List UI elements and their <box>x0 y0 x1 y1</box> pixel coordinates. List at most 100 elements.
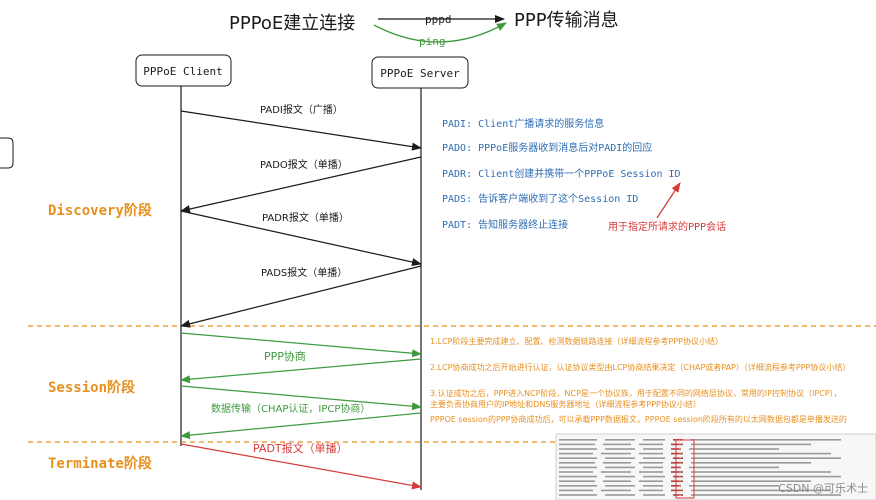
capture-row-segment <box>639 452 663 455</box>
capture-row-segment <box>605 475 635 478</box>
padi-label: PADI报文（广播） <box>260 103 343 116</box>
capture-row-segment <box>691 480 811 482</box>
capture-row-segment <box>643 494 665 496</box>
capture-row-segment <box>559 462 595 464</box>
capture-row-segment <box>639 471 663 473</box>
capture-row-segment <box>605 466 635 469</box>
capture-row-segment <box>605 457 635 459</box>
client-box <box>135 54 232 87</box>
capture-row-segment <box>673 494 683 496</box>
note-padi: PADI: Client广播请求的服务信息 <box>442 117 604 130</box>
capture-row-segment <box>643 448 663 450</box>
pads-label: PADS报文（单播） <box>261 266 347 279</box>
padr-arrow <box>180 210 422 266</box>
note-padt: PADT: 告知服务器终止连接 <box>442 218 568 231</box>
capture-row-segment <box>643 439 665 441</box>
capture-row-segment <box>601 452 631 455</box>
capture-row-segment <box>603 480 631 482</box>
session-id-pointer-arrow <box>656 182 681 219</box>
capture-row-segment <box>605 448 635 450</box>
capture-row-segment <box>671 489 683 492</box>
capture-row-segment <box>559 443 595 446</box>
session-note-lcp: 1.LCP阶段主要完成建立、配置、检测数据链路连接（详细流程参考PPP协议小结） <box>430 336 723 346</box>
capture-row-segment <box>691 452 831 455</box>
capture-row-segment <box>601 489 631 492</box>
capture-row-segment <box>673 475 683 478</box>
capture-row-segment <box>559 489 593 492</box>
capture-row-segment <box>691 475 841 478</box>
capture-row-segment <box>639 462 663 464</box>
ping-arrow <box>373 22 507 43</box>
pado-label: PADO报文（单播） <box>260 158 348 171</box>
capture-row-segment <box>691 457 841 459</box>
csdn-watermark: CSDN @可乐术士 <box>778 482 868 495</box>
capture-row-segment <box>691 439 841 441</box>
capture-row-segment <box>639 443 663 446</box>
session-note-unicast: PPPOE session的PPP协商成功后，可以承载PPP数据报文，PPPOE… <box>430 414 847 424</box>
ppp-negotiation-arrow-back <box>180 358 422 384</box>
note-padr: PADR: Client创建并携带一个PPPoE Session ID <box>442 167 681 180</box>
capture-row-segment <box>673 457 683 459</box>
capture-row-segment <box>559 471 593 473</box>
capture-row-segment <box>559 485 597 487</box>
capture-row-segment <box>671 443 683 446</box>
ppp-negotiation-arrow-out <box>180 332 422 358</box>
capture-row-segment <box>643 457 665 459</box>
capture-row-segment <box>643 475 665 478</box>
capture-row-segment <box>671 480 683 482</box>
capture-row-segment <box>691 494 841 496</box>
capture-row-segment <box>643 466 663 469</box>
header-right-title: PPP传输消息 <box>514 10 619 31</box>
discovery-phase-label: Discovery阶段 <box>48 202 152 219</box>
padt-label: PADT报文（单播） <box>253 441 348 455</box>
capture-row-segment <box>671 452 683 455</box>
capture-row-segment <box>691 443 811 446</box>
capture-row-segment <box>689 485 779 487</box>
data-transfer-label: 数据传输（CHAP认证，IPCP协商） <box>211 402 370 415</box>
capture-row-segment <box>671 471 683 473</box>
session-note-ncp-2: 主要负责协商用户的IP地址和DNS服务器地址（详细流程参考PPP协议小结） <box>430 399 701 409</box>
capture-row-segment <box>691 489 831 492</box>
session-phase-label: Session阶段 <box>48 379 135 396</box>
discovery-notes: PADI: Client广播请求的服务信息 PADO: PPPoE服务器收到消息… <box>442 117 681 231</box>
data-transfer-arrow-out <box>180 385 422 411</box>
capture-row-segment <box>559 439 597 441</box>
capture-row-segment <box>643 485 663 487</box>
capture-row-segment <box>559 457 597 459</box>
client-label: PPPoE Client <box>143 65 222 78</box>
session-id-annotation: 用于指定所请求的PPP会话 <box>608 220 726 233</box>
capture-row-segment <box>603 462 631 464</box>
terminate-phase-label: Terminate阶段 <box>48 455 152 472</box>
capture-row-segment <box>559 480 595 482</box>
session-notes: 1.LCP阶段主要完成建立、配置、检测数据链路连接（详细流程参考PPP协议小结）… <box>430 336 850 424</box>
data-transfer-arrow-back <box>180 412 422 440</box>
capture-row-segment <box>559 494 597 496</box>
capture-row-segment <box>691 471 831 473</box>
pads-arrow <box>180 265 422 328</box>
capture-row-segment <box>639 480 663 482</box>
pppd-label: pppd <box>425 13 452 26</box>
padi-arrow <box>180 110 422 151</box>
capture-row-segment <box>671 462 683 464</box>
note-pado: PADO: PPPoE服务器收到消息后对PADI的回应 <box>442 141 652 154</box>
capture-row-segment <box>605 485 635 487</box>
padt-arrow <box>180 443 422 490</box>
server-label: PPPoE Server <box>380 67 460 80</box>
capture-row-segment <box>601 471 631 473</box>
capture-row-segment <box>559 475 597 478</box>
capture-row-segment <box>559 466 597 469</box>
capture-row-segment <box>691 462 811 464</box>
capture-row-segment <box>605 439 635 441</box>
padr-label: PADR报文（单播） <box>262 211 349 224</box>
pado-arrow <box>180 156 422 213</box>
capture-row-segment <box>689 466 779 469</box>
session-note-auth: 2.LCP协商成功之后开始进行认证，认证协议类型由LCP协商结果决定（CHAP或… <box>430 362 850 372</box>
ping-label: ping <box>419 35 446 48</box>
server-box <box>371 56 469 89</box>
capture-row-segment <box>559 452 593 455</box>
header-left-title: PPPoE建立连接 <box>229 13 355 34</box>
session-note-ncp-1: 3.认证成功之后，PPP进入NCP阶段，NCP是一个协议族，用于配置不同的网络层… <box>430 388 842 398</box>
capture-row-segment <box>689 448 779 450</box>
capture-row-segment <box>603 443 631 446</box>
